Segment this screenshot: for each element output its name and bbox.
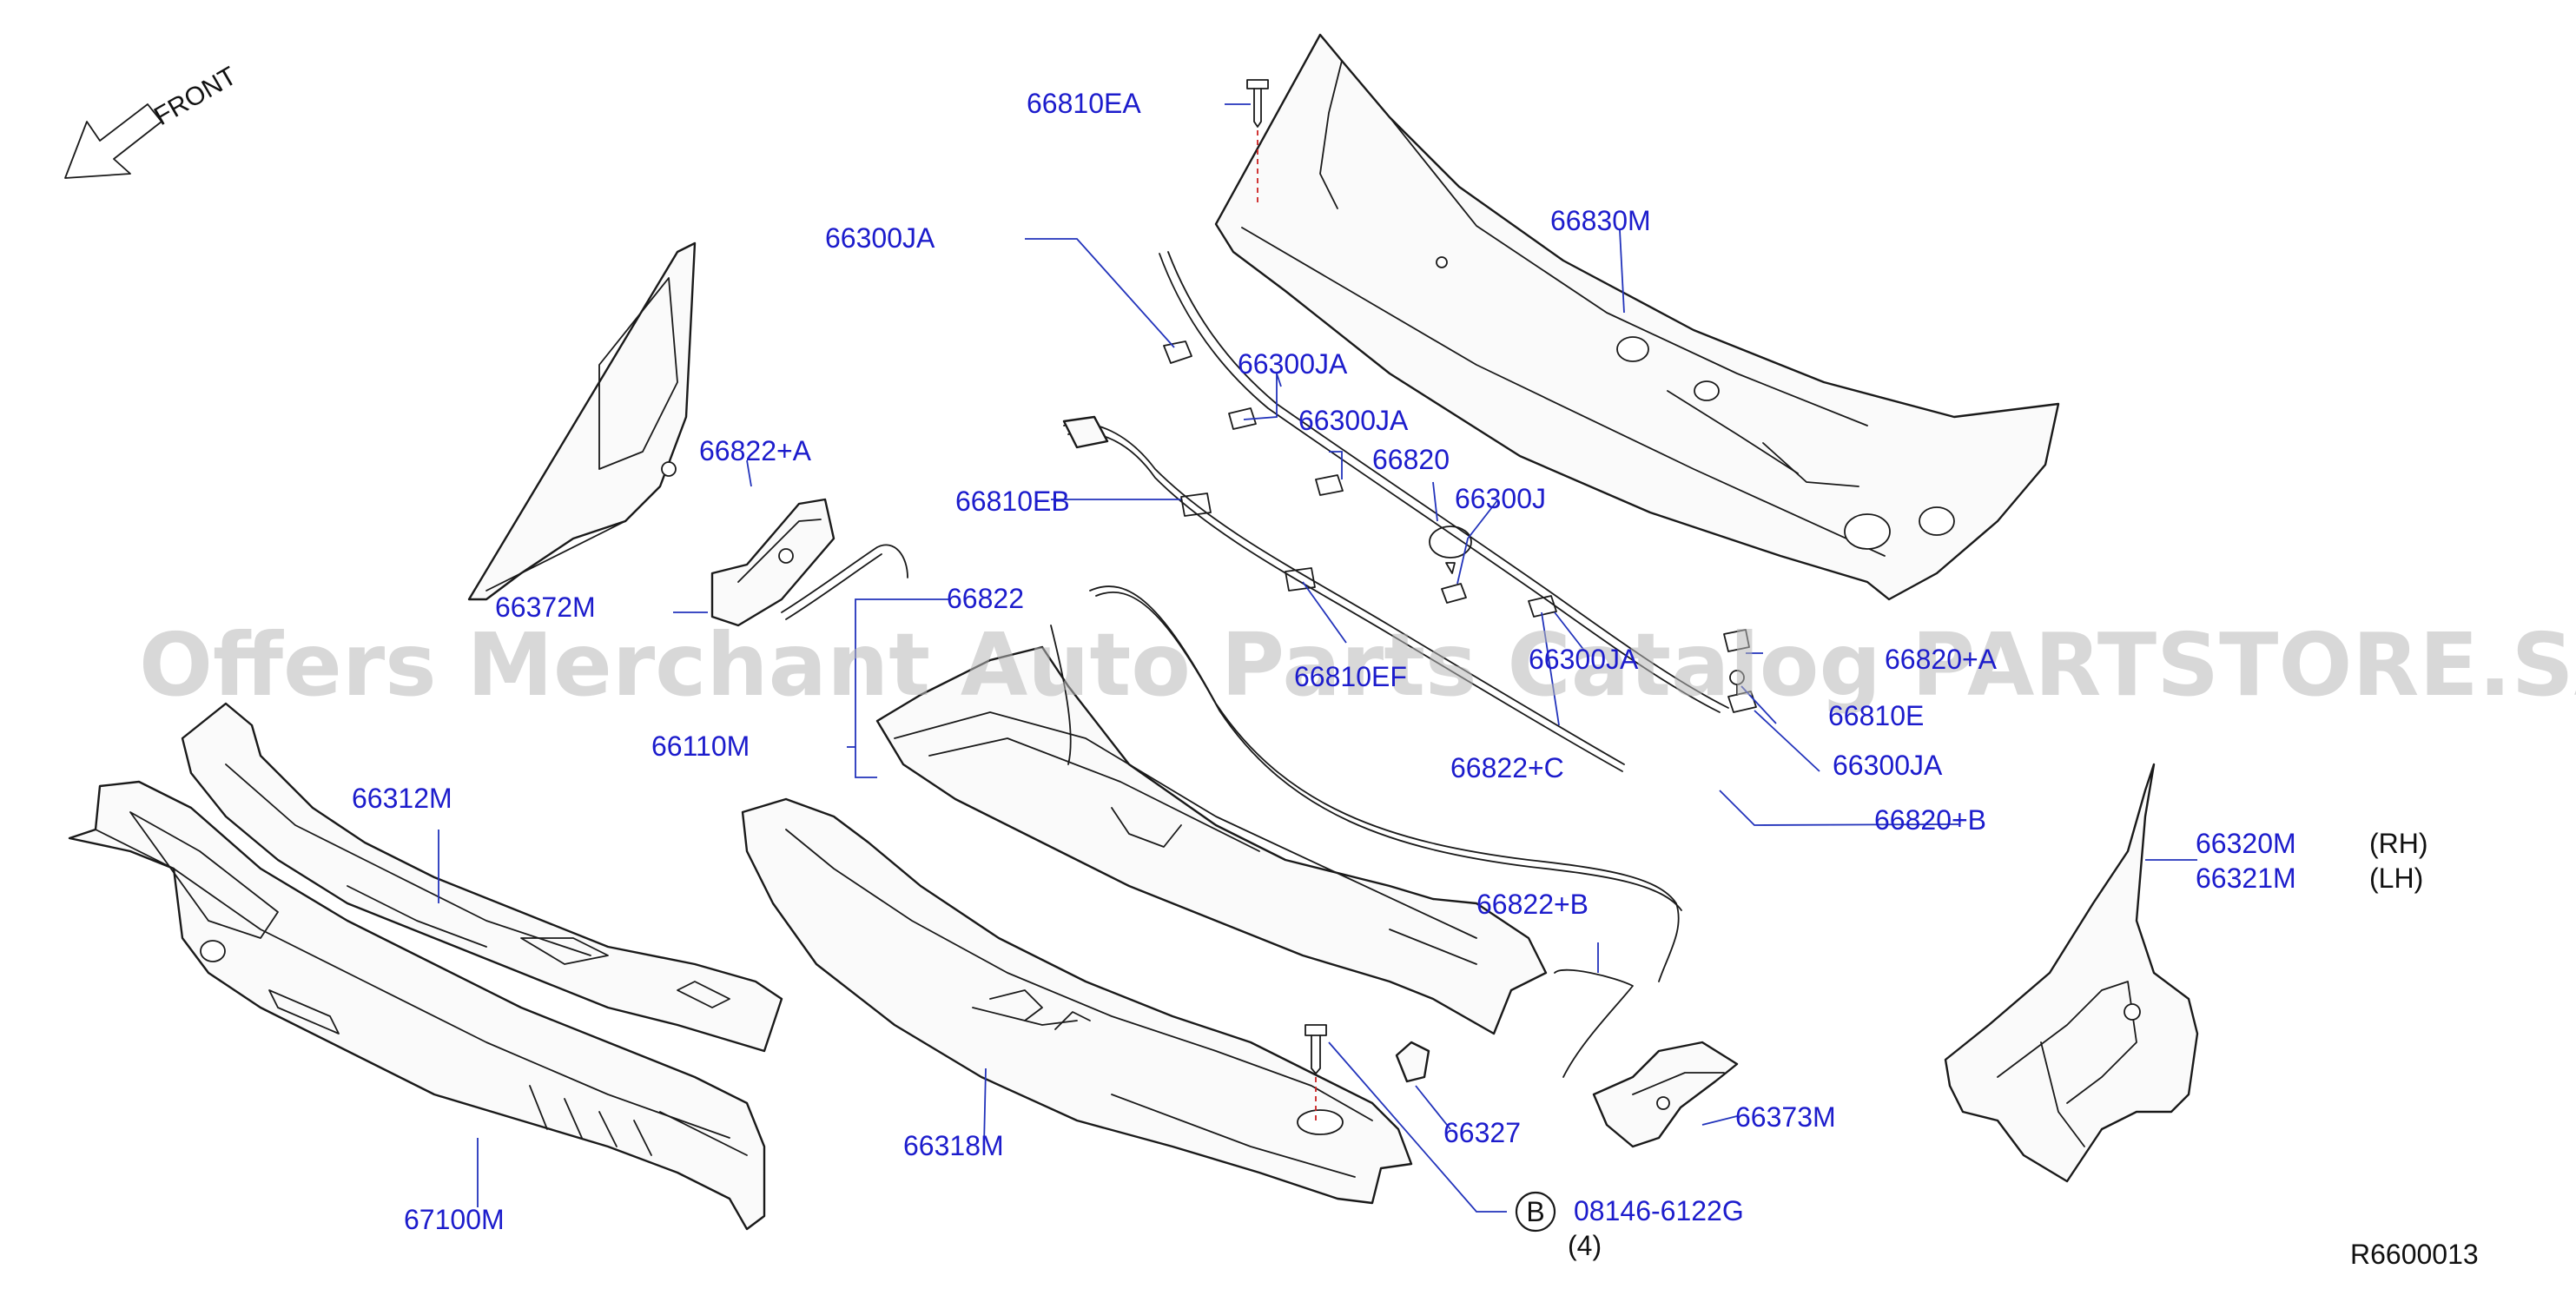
label-66300JA-2[interactable]: 66300JA <box>1238 348 1348 380</box>
panel-66312M[interactable] <box>181 702 783 1053</box>
label-66822B[interactable]: 66822+B <box>1476 889 1589 920</box>
clip-66300J[interactable] <box>1441 583 1467 604</box>
clip-66327[interactable] <box>1395 1041 1430 1083</box>
label-67100M[interactable]: 67100M <box>404 1204 505 1235</box>
clip-66810EB[interactable] <box>1180 492 1212 517</box>
label-08146-6122G[interactable]: 08146-6122G <box>1574 1195 1744 1226</box>
side-panel-left[interactable] <box>467 241 697 601</box>
label-qty-4: (4) <box>1568 1230 1602 1261</box>
fastener-66810EA[interactable] <box>1246 79 1269 204</box>
leader-lines <box>438 103 2197 1213</box>
label-66373M[interactable]: 66373M <box>1735 1101 1836 1133</box>
bracket-66372M[interactable] <box>710 498 836 627</box>
clip-66810EF[interactable] <box>1285 567 1316 592</box>
label-66820[interactable]: 66820 <box>1372 444 1450 475</box>
label-66110M[interactable]: 66110M <box>651 730 750 762</box>
side-panel-66320M[interactable] <box>1944 763 2199 1183</box>
label-66810EF[interactable]: 66810EF <box>1294 661 1407 692</box>
part-66830M[interactable] <box>1214 33 2060 601</box>
fastener-66810E[interactable] <box>1729 670 1745 696</box>
clip-66300JA-2[interactable] <box>1228 407 1257 430</box>
label-66830M[interactable]: 66830M <box>1550 205 1651 236</box>
cowl-panel-66110M[interactable] <box>875 625 1548 1035</box>
front-arrow: FRONT <box>64 62 241 179</box>
hose-66822A[interactable] <box>781 544 908 620</box>
label-66822A[interactable]: 66822+A <box>699 435 812 466</box>
label-66321M[interactable]: 66321M <box>2196 863 2296 894</box>
screw-08146-6122G[interactable] <box>1305 1024 1327 1120</box>
label-66372M[interactable]: 66372M <box>495 592 596 623</box>
label-66300JA-4[interactable]: 66300JA <box>1529 644 1639 675</box>
diagram-ref: R6600013 <box>2350 1239 2479 1270</box>
watermark: Offers Merchant Auto Parts Catalog PARTS… <box>139 614 2576 716</box>
clip-66300JA-5[interactable] <box>1727 691 1757 713</box>
seal-66822C[interactable] <box>1159 251 1729 713</box>
bracket-66373M[interactable] <box>1592 1041 1739 1148</box>
front-label: FRONT <box>149 62 241 131</box>
label-66820A[interactable]: 66820+A <box>1885 644 1998 675</box>
callout-b-letter: B <box>1526 1196 1544 1227</box>
seal-66822B[interactable] <box>1089 585 1682 1078</box>
callout-b[interactable]: B <box>1515 1191 1556 1233</box>
plug-66820[interactable] <box>1429 526 1472 574</box>
label-66810E[interactable]: 66810E <box>1828 700 1924 731</box>
label-66327[interactable]: 66327 <box>1443 1117 1521 1148</box>
label-66300JA-5[interactable]: 66300JA <box>1833 750 1943 781</box>
label-66300J[interactable]: 66300J <box>1455 483 1546 514</box>
clip-66300JA-1[interactable] <box>1163 340 1192 364</box>
label-66810EB[interactable]: 66810EB <box>955 486 1070 517</box>
part-66820A[interactable] <box>1723 629 1750 652</box>
seal-66822[interactable] <box>1062 415 1625 772</box>
panel-67100M[interactable] <box>68 780 766 1231</box>
label-rh: (RH) <box>2369 828 2428 859</box>
label-66300JA-3[interactable]: 66300JA <box>1298 405 1409 436</box>
label-66810EA[interactable]: 66810EA <box>1027 88 1141 119</box>
label-66320M[interactable]: 66320M <box>2196 828 2296 859</box>
label-66822C[interactable]: 66822+C <box>1450 752 1564 783</box>
label-66318M[interactable]: 66318M <box>903 1130 1004 1161</box>
label-66822[interactable]: 66822 <box>947 583 1024 614</box>
panel-66318M[interactable] <box>741 797 1413 1205</box>
label-66300JA-1[interactable]: 66300JA <box>825 222 935 254</box>
label-lh: (LH) <box>2369 863 2423 894</box>
clip-66300JA-3[interactable] <box>1315 474 1344 496</box>
label-66820B[interactable]: 66820+B <box>1874 804 1986 836</box>
label-66312M[interactable]: 66312M <box>352 783 452 814</box>
